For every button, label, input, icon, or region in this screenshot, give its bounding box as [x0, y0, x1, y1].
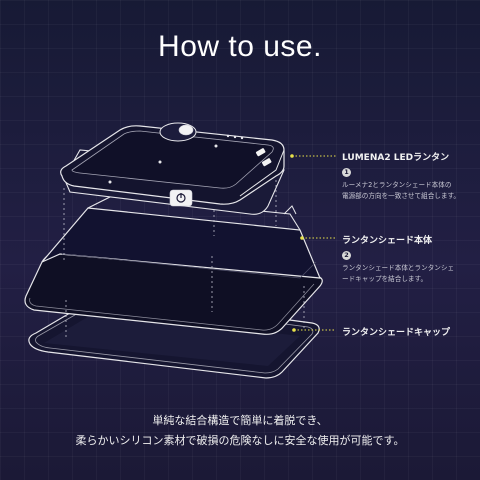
step-2-line1: ランタンシェード本体とランタンシェ [342, 264, 455, 272]
page-title: How to use. [158, 30, 322, 63]
callout-dot [292, 328, 296, 332]
step-1-line1: ルーメナ2とランタンシェード本体の [342, 181, 452, 189]
label-cap: ランタンシェードキャップ [342, 328, 451, 338]
lantern-illustration [60, 122, 285, 215]
callout-dot [290, 154, 294, 158]
callout-dot [300, 236, 304, 240]
caption-line1: 単純な結合構造で簡単に着脱でき、 [152, 414, 328, 427]
step-1-badge: 1 [342, 168, 351, 177]
label-shade: ランタンシェード本体 [342, 236, 433, 246]
shade-body-illustration [24, 195, 323, 335]
caption-line2: 柔らかいシリコン素材で破損の危険なしに安全な使用が可能です。 [75, 434, 405, 447]
power-button-icon [169, 189, 193, 207]
alignment-guides [63, 180, 305, 340]
callout-leaders [292, 155, 336, 331]
step-2-badge: 2 [342, 251, 351, 260]
label-lantern: LUMENA2 LEDランタン [342, 153, 450, 163]
step-2-line2: ードキャップを結合します。 [342, 275, 428, 283]
step-1-line2: 電源部の方向を一致させて組合します。 [342, 192, 461, 200]
